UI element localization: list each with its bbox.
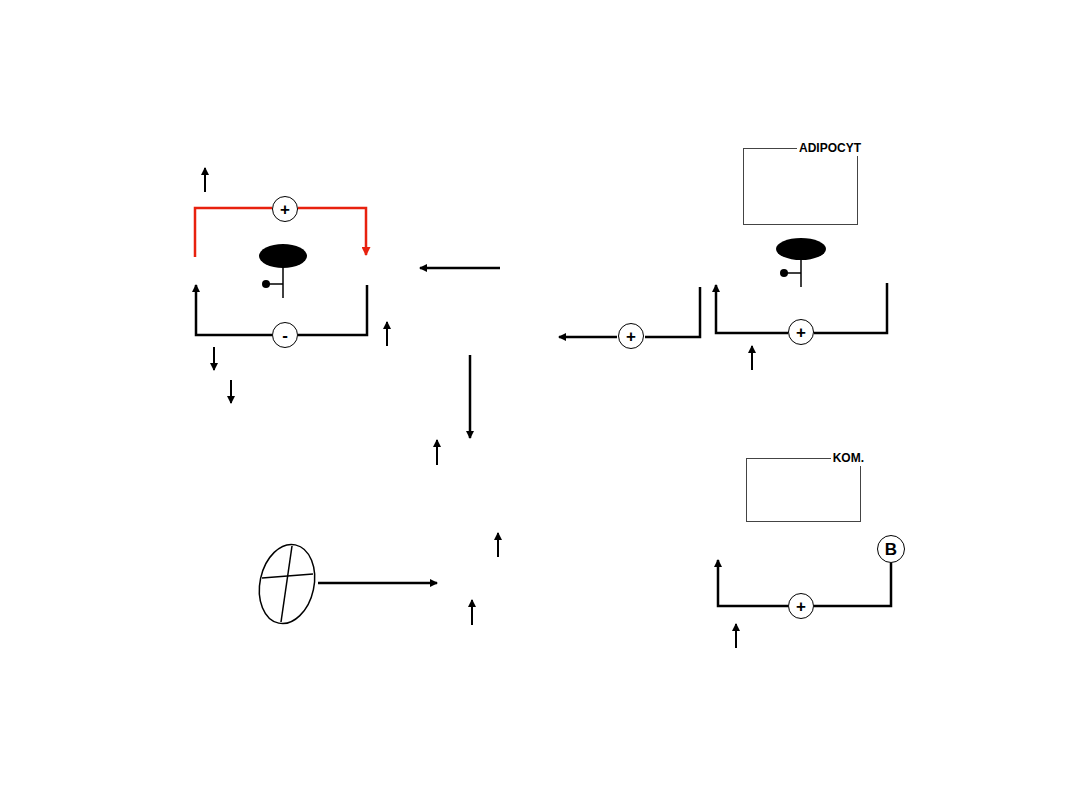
sign-text: B [885,541,897,558]
connector [814,563,891,606]
cell-symbol [252,539,321,628]
sign-circle: - [272,322,298,348]
box-label: ADIPOCYT [797,140,863,156]
sign-circle: + [788,319,814,345]
sign-text: + [796,324,806,341]
cell-box: ADIPOCYT [743,148,858,225]
letter-circle: B [877,535,905,563]
sign-text: + [280,201,290,218]
sign-text: + [796,598,806,615]
cell-box: KOM. [746,458,861,522]
sign-circle: + [272,196,298,222]
box-label: KOM. [831,450,866,466]
sign-circle: + [618,323,644,349]
sign-circle: + [788,593,814,619]
sign-text: - [282,327,288,344]
sign-text: + [626,328,636,345]
receptor-symbol [259,238,826,298]
